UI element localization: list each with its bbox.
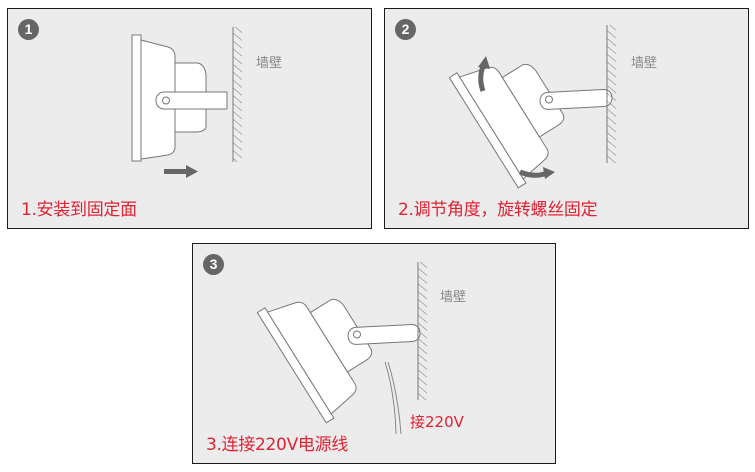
arrow-right-icon — [164, 165, 198, 178]
floodlight-adjust-angle-illustration — [448, 25, 616, 189]
step-3-panel: 3 墙壁 接220V 3.连接220V电源线 — [192, 243, 556, 464]
power-label: 接220V — [410, 413, 464, 431]
floodlight-mount-illustration — [131, 27, 242, 178]
step-2-panel: 2 墙壁 2.调节角度，旋转螺丝固定 — [384, 8, 749, 229]
step-caption: 2.调节角度，旋转螺丝固定 — [398, 200, 598, 220]
step-caption: 1.安装到固定面 — [21, 200, 137, 220]
power-cable — [384, 361, 397, 435]
rotate-arrow-icon — [519, 167, 555, 179]
step-number-badge: 1 — [18, 19, 39, 40]
step-number-badge: 2 — [395, 19, 416, 40]
rotate-arrow-icon — [478, 56, 490, 92]
step-number-badge: 3 — [203, 254, 224, 275]
step-caption: 3.连接220V电源线 — [206, 435, 348, 455]
wall-label: 墙壁 — [631, 56, 658, 71]
floodlight-wiring-illustration — [256, 262, 427, 435]
wall-label: 墙壁 — [256, 56, 283, 71]
step-1-panel: 1 墙壁 1.安装到固定面 — [7, 8, 372, 229]
wall-label: 墙壁 — [440, 290, 467, 305]
